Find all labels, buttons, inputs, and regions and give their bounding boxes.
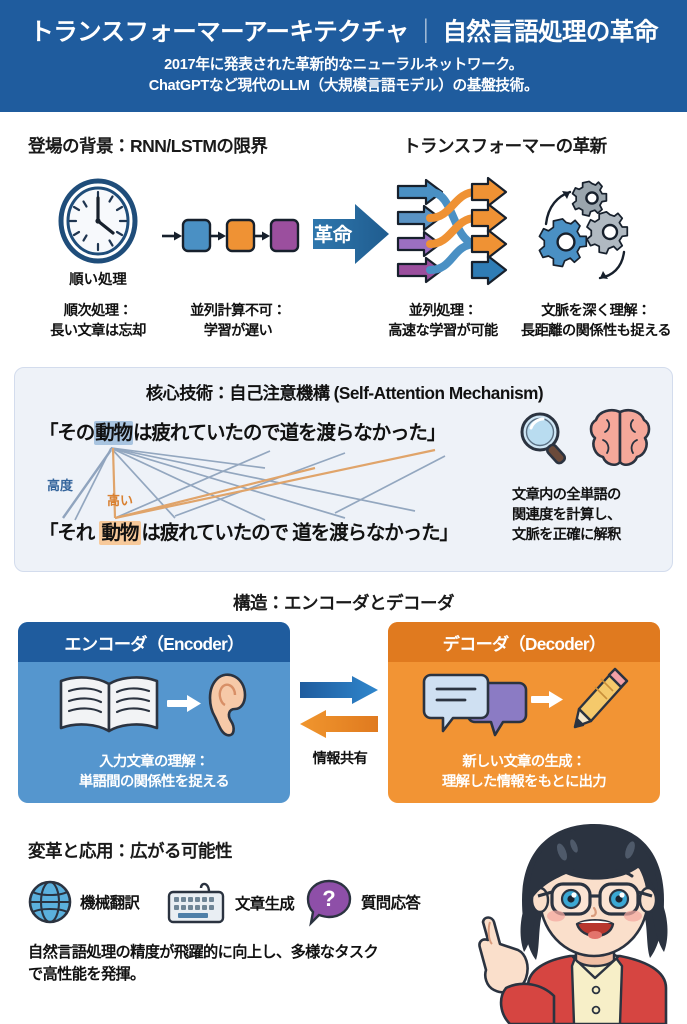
sentence-top-highlight: 動物 [94,421,133,445]
rnn-section-heading: 登場の背景：RNN/LSTMの限界 [28,136,268,156]
encoder-desc-line2: 単語間の関係性を捉える [78,773,230,790]
sentence-top-pre: 「その [39,422,95,444]
attention-sentence-top: 「その動物は疲れていたので道を渡らなかった」 [39,416,446,445]
self-attention-title: 核心技術：自己注意機構 (Self-Attention Mechanism) [145,383,544,403]
attention-desc-line1: 文章内の全単語の [512,487,621,503]
caption-no-parallel-line1: 並列計算不可： [190,303,286,319]
page-title: トランスフォーマーアーキテクチャ｜自然言語処理の革命 [29,19,659,48]
information-share-label: 情報共有 [312,751,368,767]
encoder-icons [59,673,247,737]
page-header: トランスフォーマーアーキテクチャ｜自然言語処理の革命 2017年に発表された革新… [0,0,687,112]
encoder-description: 入力文章の理解： 単語間の関係性を捉える [18,753,290,792]
attention-desc-line2: 関連度を計算し、 [512,506,621,523]
attention-description: 文章内の全単語の 関連度を計算し、 文脈を正確に解釈 [512,486,682,546]
application-item-translation: 機械翻訳 [28,880,140,924]
transformer-section-heading: トランスフォーマーの革新 [403,136,607,156]
applications-summary: 自然言語処理の精度が飛躍的に向上し、多様なタスク で高性能を発揮。 [28,942,468,986]
title-separator: ｜ [413,19,439,47]
caption-sequential: 順次処理： 長い文章は忘却 [8,302,188,341]
brain-icon [587,406,653,470]
magnifier-icon [515,408,577,470]
applications-summary-line2: で高性能を発揮。 [28,965,145,983]
application-label-translation: 機械翻訳 [80,895,140,912]
caption-sequential-line2: 長い文章は忘却 [50,322,146,339]
encoder-card: エンコーダ（Encoder） [18,622,290,803]
mascot-illustration [470,818,687,1024]
caption-context-line2: 長距離の関係性も捉える [520,322,672,339]
keyboard-icon [167,882,225,924]
page-title-left: トランスフォーマーアーキテクチャ [29,19,409,47]
revolution-arrow-icon: 革命 [311,198,391,270]
caption-context-line1: 文脈を深く理解： [541,303,651,319]
sentence-bottom-pre: 「それ [39,522,99,544]
decoder-desc-line2: 理解した情報をもとに出力 [441,773,607,790]
svg-text:?: ? [322,886,335,911]
page-subtitle: 2017年に発表された革新的なニューラルネットワーク。 ChatGPTなど現代の… [149,55,539,96]
clock-icon [55,178,141,264]
caption-sequential-line1: 順次処理： [63,303,133,319]
attention-weight-label-orange: 高い [107,493,134,508]
decoder-icons [422,667,629,737]
applications-section-heading: 変革と応用：広がる可能性 [28,841,233,861]
decoder-body: 新しい文章の生成： 理解した情報をもとに出力 [388,662,660,803]
sentence-bottom-highlight: 動物 [98,521,142,545]
caption-no-parallel: 並列計算不可： 学習が遅い [148,302,328,341]
sequential-blocks-diagram [160,214,305,258]
svg-text:革命: 革命 [314,223,353,246]
application-item-generation: 文章生成 [165,880,295,926]
applications-summary-line1: 自然言語処理の精度が飛躍的に向上し、多様なタスク [28,944,379,961]
application-label-generation: 文章生成 [235,896,295,913]
caption-parallel-line1: 並列処理： [408,303,478,319]
caption-context: 文脈を深く理解： 長距離の関係性も捉える [510,302,682,341]
information-share-arrows [300,676,380,742]
page-title-right: 自然言語処理の革命 [442,19,659,47]
parallel-arrows-icon [396,176,514,286]
encoder-desc-line1: 入力文章の理解： [99,754,209,771]
arrow-right-icon [300,676,378,704]
clock-label: 順い処理 [69,272,127,288]
gears-icon [530,176,640,284]
decoder-card: デコーダ（Decoder） [388,622,660,803]
decoder-desc-line1: 新しい文章の生成： [462,754,586,771]
attention-desc-line3: 文脈を正確に解釈 [512,526,621,543]
attention-weight-label-blue: 高度 [47,478,74,493]
sentence-top-post: は疲れていたので道を渡らなかった」 [133,422,446,444]
caption-no-parallel-line2: 学習が遅い [203,322,273,339]
globe-icon [28,880,72,924]
application-item-qa: ? 質問応答 [305,878,421,927]
caption-parallel: 並列処理： 高速な学習が可能 [363,302,523,341]
structure-section-heading: 構造：エンコーダとデコーダ [233,593,455,613]
attention-lines [62,447,446,521]
decoder-title: デコーダ（Decoder） [388,622,660,662]
encoder-title: エンコーダ（Encoder） [18,622,290,662]
decoder-description: 新しい文章の生成： 理解した情報をもとに出力 [388,753,660,792]
caption-parallel-line2: 高速な学習が可能 [388,322,498,339]
sentence-bottom-post: は疲れていたので 道を渡らなかった」 [141,522,459,544]
question-bubble-icon: ? [306,879,352,927]
page-subtitle-line1: 2017年に発表された革新的なニューラルネットワーク。 [164,57,523,74]
self-attention-panel: 核心技術：自己注意機構 (Self-Attention Mechanism) [14,367,673,572]
application-label-qa: 質問応答 [361,895,421,912]
page-subtitle-line2: ChatGPTなど現代のLLM（大規模言語モデル）の基盤技術。 [148,77,539,94]
attention-sentence-bottom: 「それ 動物は疲れていたので 道を渡らなかった」 [39,516,459,545]
encoder-body: 入力文章の理解： 単語間の関係性を捉える [18,662,290,803]
arrow-left-icon [300,710,378,738]
